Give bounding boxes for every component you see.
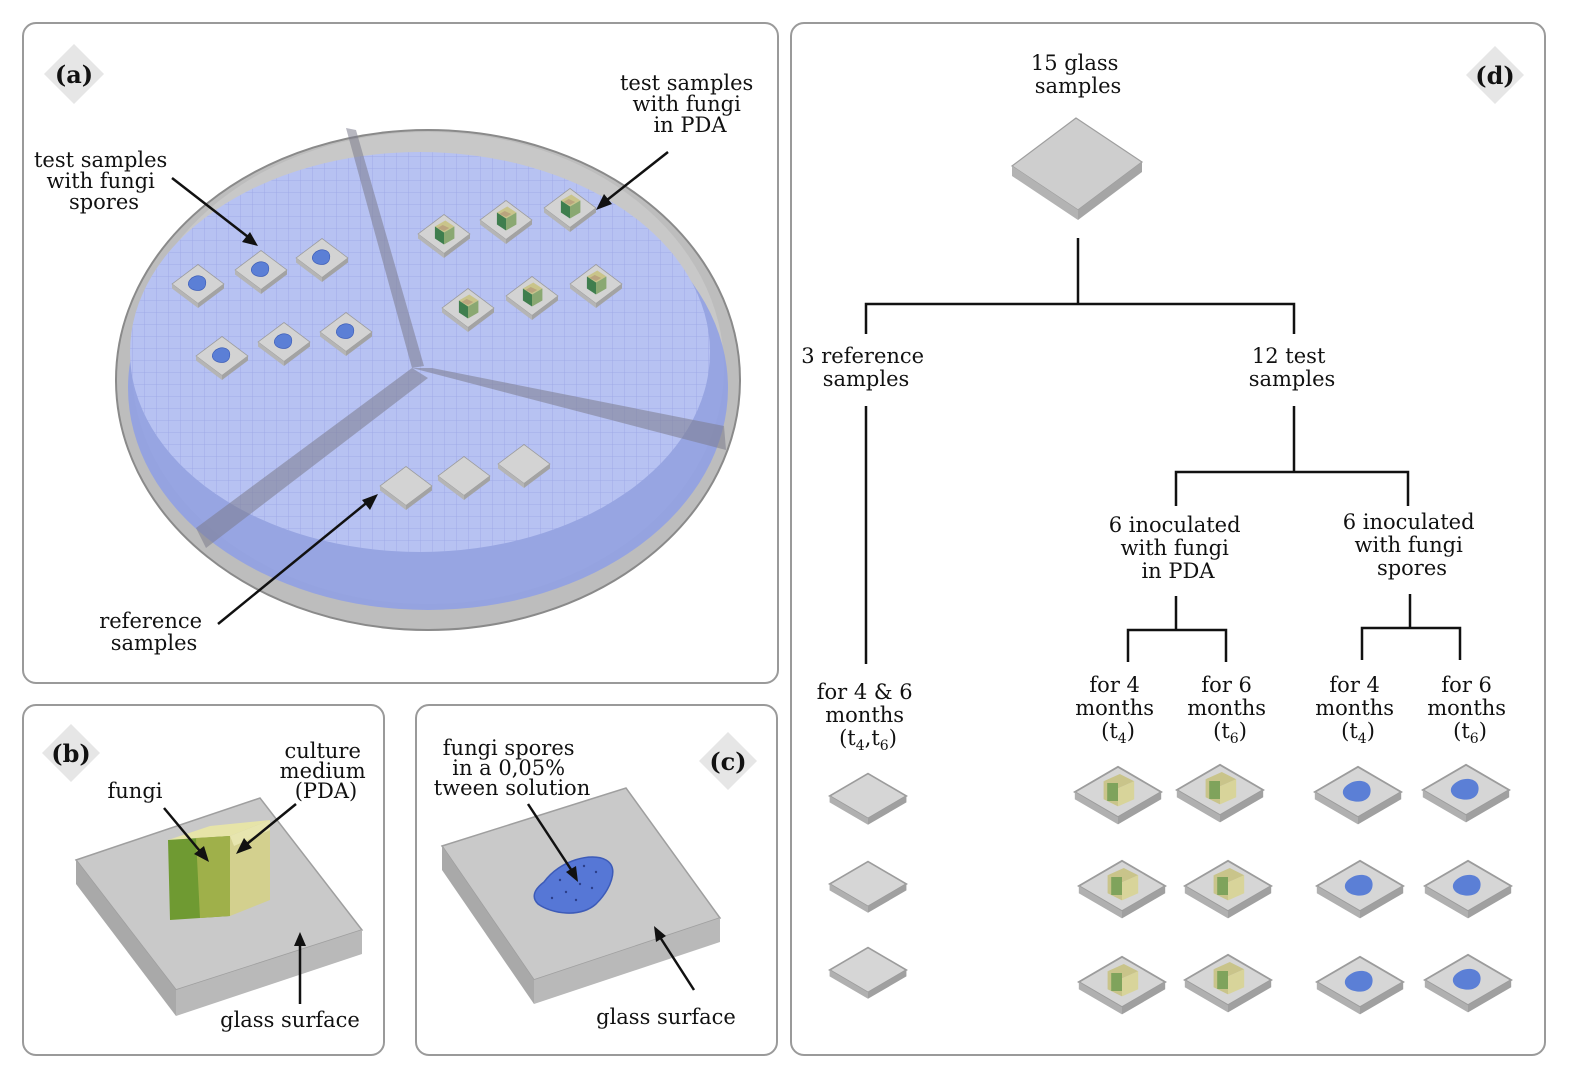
leaf-spores-4: for 4 months (t4) (1315, 673, 1401, 747)
label-spores-c: fungi spores in a 0,05% tween solution (434, 736, 590, 800)
diamond-tag-b: (b) (42, 724, 100, 782)
diamond-tag-d: (d) (1466, 46, 1524, 104)
svg-text:(d): (d) (1475, 61, 1515, 90)
node-spores: 6 inoculated with fungi spores (1343, 510, 1481, 580)
pda-4-column (1073, 765, 1167, 1016)
svg-text:(c): (c) (709, 747, 746, 776)
label-spores-a: test samples with fungi spores (34, 148, 174, 214)
spores-6-column (1421, 763, 1513, 1014)
leaf-pda-6: for 6 months (t6) (1187, 673, 1273, 747)
petri-dish (115, 128, 741, 631)
label-glass-b: glass surface (220, 1008, 360, 1032)
leaf-pda-4: for 4 months (t4) (1075, 673, 1161, 747)
svg-text:(b): (b) (51, 739, 91, 768)
pda-6-column (1175, 763, 1273, 1014)
label-medium-b: culture medium (PDA) (280, 739, 373, 803)
node-root: 15 glass samples (1031, 51, 1125, 98)
panel-a-arrows (171, 151, 669, 625)
pda-cube-b (168, 820, 270, 920)
root-sample (1010, 117, 1144, 220)
reference-column (828, 772, 908, 1000)
label-reference-a: reference samples (99, 609, 209, 655)
leaf-reference-time: for 4 & 6 months (t4,t6) (817, 680, 920, 754)
panel-b-arrows (163, 803, 306, 1004)
spores-4-column (1313, 765, 1405, 1016)
diamond-tag-a: (a) (44, 44, 104, 104)
leaf-spores-6: for 6 months (t6) (1427, 673, 1513, 747)
node-reference: 3 reference samples (801, 344, 931, 391)
label-pda-a: test samples with fungi in PDA (620, 71, 760, 137)
tree-lines (864, 238, 1462, 664)
panel-d (790, 22, 1546, 1056)
label-glass-c: glass surface (596, 1005, 736, 1029)
svg-text:(a): (a) (55, 60, 93, 89)
node-test: 12 test samples (1249, 344, 1336, 391)
node-pda: 6 inoculated with fungi in PDA (1109, 513, 1247, 583)
diamond-tag-c: (c) (699, 732, 757, 790)
label-fungi-b: fungi (108, 779, 163, 803)
panel-c-arrows (526, 803, 696, 991)
spore-droplet-c (533, 856, 614, 914)
